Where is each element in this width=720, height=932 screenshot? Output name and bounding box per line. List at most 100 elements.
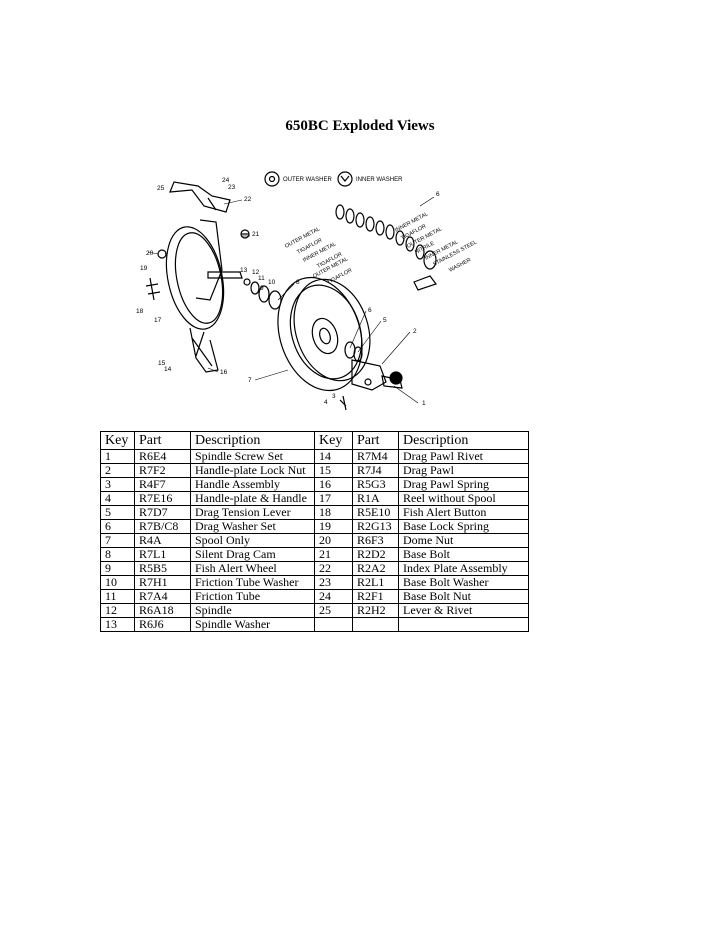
cell-part: R7E16	[134, 491, 191, 506]
cell-key: 9	[100, 561, 135, 576]
cell-key: 15	[314, 463, 353, 478]
callout-5: 5	[383, 317, 387, 324]
cell-part: R7F2	[134, 463, 191, 478]
cell-description: Silent Drag Cam	[190, 547, 315, 562]
callout-10: 10	[268, 279, 276, 286]
callout-4: 4	[324, 399, 328, 406]
cell-part: R4F7	[134, 477, 191, 492]
callout-3: 3	[332, 393, 336, 400]
cell-part	[352, 617, 399, 632]
cell-part: R7B/C8	[134, 519, 191, 534]
header-key: Key	[100, 431, 135, 450]
cell-part: R7A4	[134, 589, 191, 604]
cell-part: R2D2	[352, 547, 399, 562]
cell-description: Drag Pawl Spring	[398, 477, 529, 492]
cell-description: Spindle	[190, 603, 315, 618]
cell-part: R2H2	[352, 603, 399, 618]
callout-17: 17	[154, 317, 162, 324]
cell-description: Base Bolt Nut	[398, 589, 529, 604]
stack-label-right-7: WASHER	[448, 257, 472, 274]
header-part: Part	[352, 431, 399, 450]
cell-part: R7H1	[134, 575, 191, 590]
cell-description: Base Bolt Washer	[398, 575, 529, 590]
cell-part: R2A2	[352, 561, 399, 576]
callout-21: 21	[252, 231, 260, 238]
cell-description: Fish Alert Button	[398, 505, 529, 520]
cell-key: 14	[314, 449, 353, 464]
exploded-view-diagram: 1 2 3 4 5 6 7 8 9 10 11 12 13 14 15 16 1…	[136, 171, 478, 411]
callout-8: 8	[296, 279, 300, 286]
cell-key: 10	[100, 575, 135, 590]
cell-part: R5E10	[352, 505, 399, 520]
cell-part: R2G13	[352, 519, 399, 534]
cell-key: 22	[314, 561, 353, 576]
cell-part: R4A	[134, 533, 191, 548]
header-part: Part	[134, 431, 191, 450]
cell-part: R7M4	[352, 449, 399, 464]
callout-22: 22	[244, 196, 252, 203]
callout-13: 13	[240, 267, 248, 274]
drag-washer-stack-drawing	[335, 204, 437, 291]
cell-key: 17	[314, 491, 353, 506]
cell-part: R2F1	[352, 589, 399, 604]
cell-key: 2	[100, 463, 135, 478]
cell-description: Lever & Rivet	[398, 603, 529, 618]
cell-key: 19	[314, 519, 353, 534]
inner-washer-label: INNER WASHER	[356, 177, 403, 183]
spindle-drawing	[207, 271, 282, 310]
cell-description: Base Bolt	[398, 547, 529, 562]
reel-frame-drawing	[145, 181, 250, 373]
inner-washer-icon	[337, 171, 353, 187]
cell-description: Drag Pawl	[398, 463, 529, 478]
cell-key: 13	[100, 617, 135, 632]
cell-description: Spindle Washer	[190, 617, 315, 632]
handle-assembly-drawing	[339, 341, 403, 411]
cell-key: 21	[314, 547, 353, 562]
cell-description: Drag Pawl Rivet	[398, 449, 529, 464]
cell-description: Drag Tension Lever	[190, 505, 315, 520]
cell-description: Handle Assembly	[190, 477, 315, 492]
callout-16: 16	[220, 369, 228, 376]
cell-part: R6A18	[134, 603, 191, 618]
callout-25: 25	[157, 185, 165, 192]
callout-1: 1	[422, 400, 426, 407]
cell-key: 8	[100, 547, 135, 562]
cell-description: Handle-plate Lock Nut	[190, 463, 315, 478]
cell-description: Handle-plate & Handle	[190, 491, 315, 506]
callout-14: 14	[164, 366, 172, 373]
cell-key: 5	[100, 505, 135, 520]
callout-2: 2	[413, 328, 417, 335]
callout-24: 24	[222, 177, 230, 184]
header-description: Description	[190, 431, 315, 450]
callout-15: 15	[158, 360, 166, 367]
cell-description: Friction Tube Washer	[190, 575, 315, 590]
cell-key: 6	[100, 519, 135, 534]
callout-9: 9	[260, 285, 264, 292]
cell-part: R5B5	[134, 561, 191, 576]
cell-key: 3	[100, 477, 135, 492]
cell-description: Spool Only	[190, 533, 315, 548]
cell-key: 25	[314, 603, 353, 618]
cell-description	[398, 617, 529, 632]
callout-19: 19	[140, 265, 148, 272]
cell-description: Base Lock Spring	[398, 519, 529, 534]
callout-6-stack: 6	[436, 191, 440, 198]
cell-key: 20	[314, 533, 353, 548]
callout-18: 18	[136, 308, 144, 315]
cell-description: Friction Tube	[190, 589, 315, 604]
cell-description: Reel without Spool	[398, 491, 529, 506]
cell-description: Dome Nut	[398, 533, 529, 548]
callout-7: 7	[248, 377, 252, 384]
cell-key: 18	[314, 505, 353, 520]
